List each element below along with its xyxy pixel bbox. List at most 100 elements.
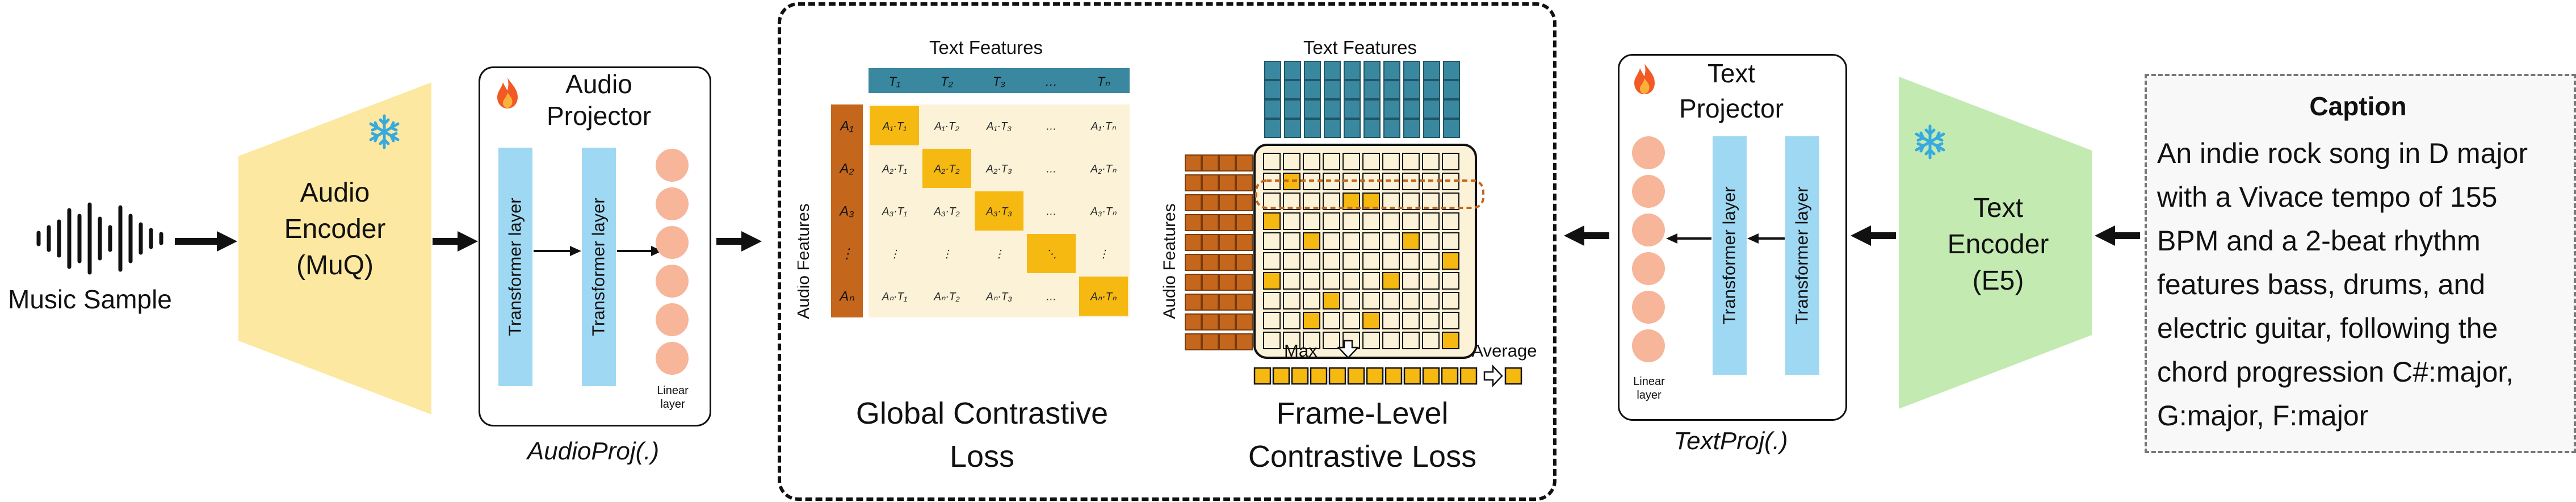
frame-cell bbox=[1382, 212, 1400, 230]
music-sample-label: Music Sample bbox=[8, 285, 172, 314]
global-text-feature-label: T₁ bbox=[889, 74, 900, 89]
arrow-icon bbox=[1564, 225, 1609, 246]
frame-cell bbox=[1303, 252, 1320, 270]
caption-line: electric guitar, following the bbox=[2157, 312, 2498, 344]
frame-text-feature-cell bbox=[1284, 119, 1301, 138]
frame-max-cell bbox=[1323, 292, 1340, 309]
frame-cell bbox=[1303, 272, 1320, 290]
frame-text-feature-cell bbox=[1443, 61, 1460, 80]
audio-linear-node bbox=[656, 342, 689, 375]
audio-encoder-line2: Encoder bbox=[284, 214, 386, 244]
frame-text-feature-cell bbox=[1284, 61, 1301, 80]
frame-cell bbox=[1283, 232, 1300, 250]
frame-cell bbox=[1362, 153, 1380, 170]
frame-pooled-cell bbox=[1403, 367, 1421, 385]
global-cell-value: A₃·T₁ bbox=[882, 206, 907, 218]
frame-cell bbox=[1283, 153, 1300, 170]
frame-cell bbox=[1283, 292, 1300, 309]
frame-audio-feature-cell bbox=[1185, 234, 1202, 251]
frame-cell bbox=[1303, 332, 1320, 349]
text-linear-node bbox=[1632, 329, 1665, 362]
global-cell-value: ⋮ bbox=[942, 249, 953, 261]
frame-text-feature-cell bbox=[1344, 119, 1361, 138]
global-cell-value: … bbox=[1046, 206, 1057, 218]
frame-cell bbox=[1323, 212, 1340, 230]
frame-text-feature-cell bbox=[1344, 99, 1361, 119]
frame-cell bbox=[1422, 153, 1440, 170]
global-diagonal-cell bbox=[1079, 277, 1128, 316]
global-cell-value: A₁·T₃ bbox=[986, 121, 1012, 133]
audio-encoder-line3: (MuQ) bbox=[296, 250, 374, 281]
global-cell bbox=[870, 277, 919, 316]
frame-cell bbox=[1402, 332, 1420, 349]
frame-pooled-cell bbox=[1291, 367, 1309, 385]
frame-text-feature-cell bbox=[1304, 61, 1321, 80]
frame-pooled-cell bbox=[1385, 367, 1403, 385]
frame-text-feature-cell bbox=[1403, 61, 1420, 80]
frame-cell bbox=[1263, 232, 1281, 250]
frame-text-feature-cell bbox=[1423, 61, 1440, 80]
global-diagonal-cell bbox=[1027, 234, 1076, 273]
global-cell bbox=[870, 191, 919, 231]
audio-linear-label-line2: layer bbox=[660, 398, 685, 411]
frame-text-feature-cell bbox=[1304, 80, 1321, 99]
global-audio-feature-label: A₂ bbox=[838, 161, 854, 177]
frame-average-label: Average bbox=[1472, 341, 1537, 361]
global-cell-value: … bbox=[1046, 291, 1057, 303]
text-encoder-line3: (E5) bbox=[1972, 266, 2024, 296]
text-linear-label-line2: layer bbox=[1637, 389, 1662, 401]
text-projector-title: Text Projector bbox=[1646, 56, 1816, 126]
frame-cell bbox=[1422, 212, 1440, 230]
frame-cell bbox=[1382, 312, 1400, 329]
audio-projector-title: Audio Projector bbox=[514, 68, 684, 132]
caption-line: An indie rock song in D major bbox=[2157, 137, 2528, 169]
frame-cell bbox=[1402, 153, 1420, 170]
global-cell bbox=[1027, 191, 1076, 231]
frame-text-feature-cell bbox=[1284, 80, 1301, 99]
arrow-icon bbox=[433, 231, 478, 252]
frame-highlight-row bbox=[1255, 179, 1484, 209]
frame-pooled-cell bbox=[1347, 367, 1365, 385]
global-cell-value: A₃·T₂ bbox=[933, 206, 960, 218]
text-linear-node bbox=[1632, 252, 1665, 285]
frame-audio-feature-cell bbox=[1219, 313, 1236, 331]
frame-audio-feature-cell bbox=[1236, 294, 1253, 311]
text-encoder-shape bbox=[1899, 77, 2092, 409]
frame-text-feature-cell bbox=[1403, 119, 1420, 138]
global-audio-feature-bar bbox=[831, 104, 863, 317]
frame-cell bbox=[1323, 332, 1340, 349]
frame-audio-feature-cell bbox=[1219, 194, 1236, 211]
audio-linear-node bbox=[656, 265, 689, 298]
frame-text-feature-cell bbox=[1324, 99, 1341, 119]
frame-text-feature-cell bbox=[1264, 61, 1281, 80]
arrow-icon bbox=[716, 231, 762, 252]
frame-audio-feature-cell bbox=[1219, 154, 1236, 171]
frame-text-feature-cell bbox=[1443, 80, 1460, 99]
frame-audio-feature-cell bbox=[1202, 154, 1219, 171]
frame-audio-feature-cell bbox=[1202, 294, 1219, 311]
frame-max-label: Max bbox=[1284, 341, 1318, 361]
frame-cell bbox=[1362, 292, 1380, 309]
frame-cell bbox=[1342, 153, 1360, 170]
frame-cell bbox=[1342, 212, 1360, 230]
text-linear-node bbox=[1632, 175, 1665, 208]
global-cell bbox=[922, 106, 971, 145]
global-cell bbox=[1027, 277, 1076, 316]
audio-proj-func: AudioProj(.) bbox=[527, 437, 660, 465]
global-cell bbox=[1079, 234, 1128, 273]
caption-title: Caption bbox=[2309, 91, 2407, 121]
frame-text-feature-cell bbox=[1443, 99, 1460, 119]
frame-cell bbox=[1283, 193, 1300, 210]
text-projector-title-line2: Projector bbox=[1679, 94, 1784, 123]
frame-text-feature-cell bbox=[1443, 119, 1460, 138]
music-sample-block: Music Sample bbox=[0, 187, 172, 329]
frame-audio-feature-cell bbox=[1236, 333, 1253, 350]
frame-text-feature-cell bbox=[1383, 61, 1400, 80]
frame-audio-feature-cell bbox=[1236, 234, 1253, 251]
caption-line: BPM and a 2-beat rhythm bbox=[2157, 225, 2481, 257]
frame-cell bbox=[1442, 312, 1459, 329]
frame-cell bbox=[1303, 212, 1320, 230]
frame-audio-feature-cell bbox=[1219, 294, 1236, 311]
frame-audio-feature-cell bbox=[1202, 214, 1219, 231]
frame-cell bbox=[1442, 232, 1459, 250]
